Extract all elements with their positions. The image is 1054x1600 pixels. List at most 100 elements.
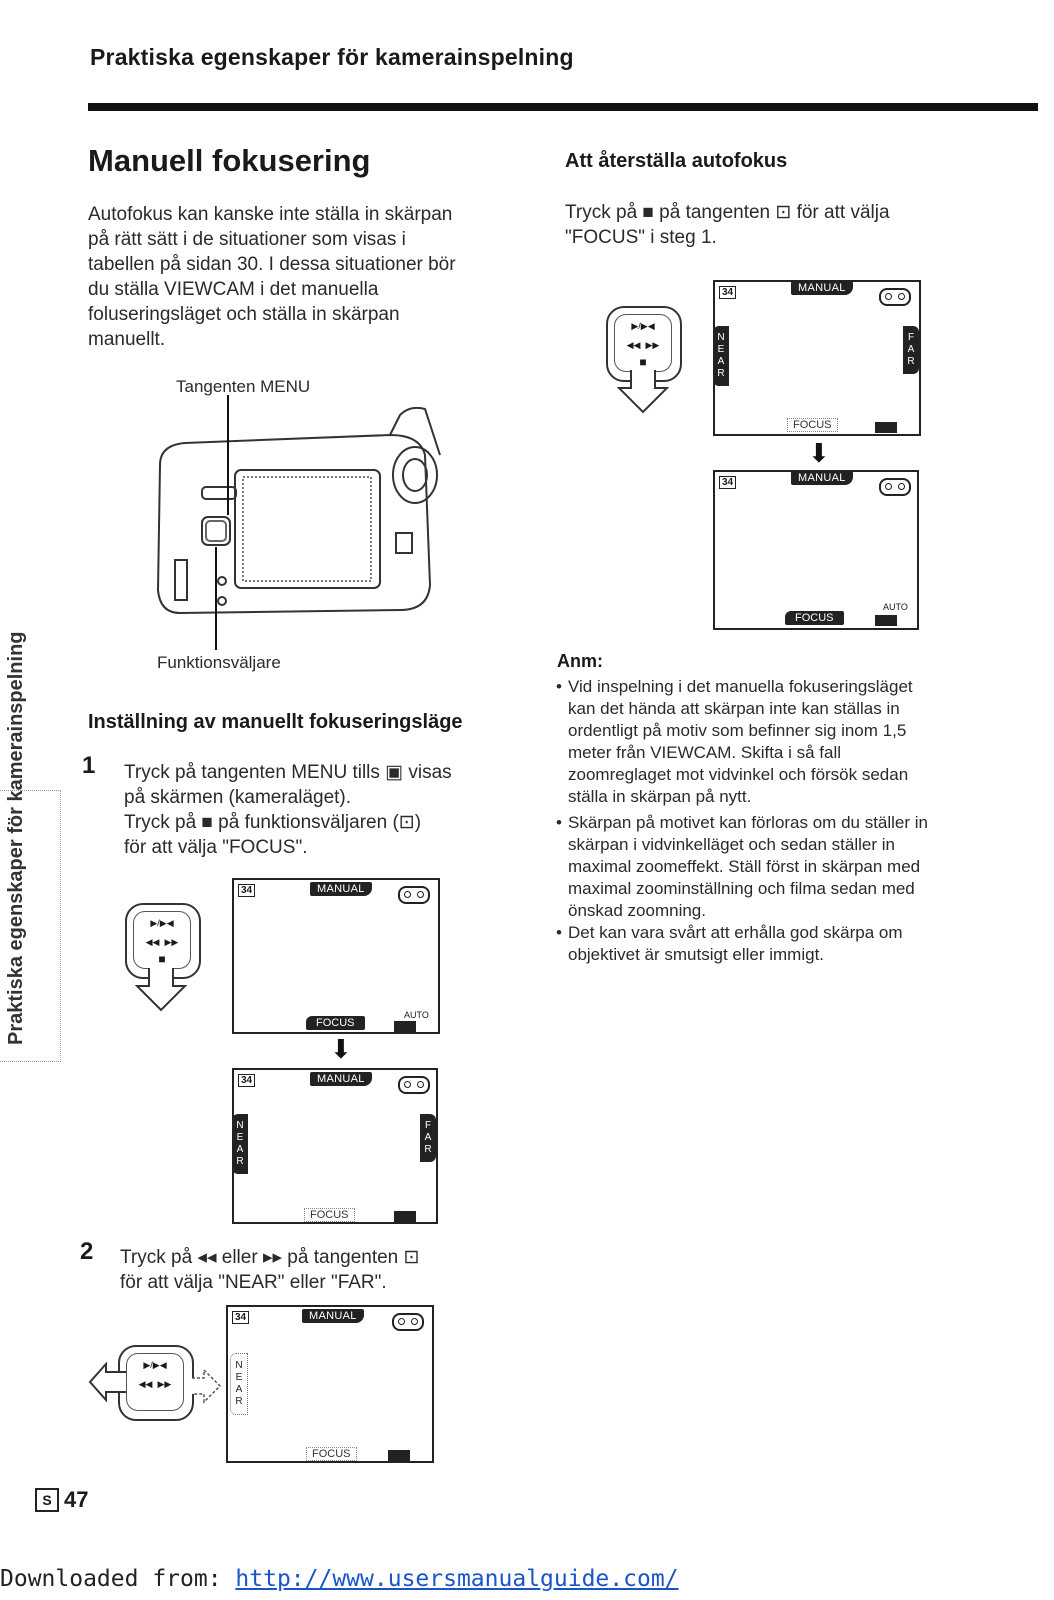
camera-mode-icon: 34 bbox=[719, 286, 737, 299]
note-line: ordentligt på motiv som befinner sig ino… bbox=[568, 721, 907, 740]
section-title-reset-autofocus: Att återställa autofokus bbox=[565, 150, 788, 172]
near-indicator: NEAR bbox=[232, 1114, 248, 1174]
fast-forward-icon: ▶▶ bbox=[645, 340, 660, 350]
far-indicator: FAR bbox=[903, 326, 919, 374]
far-indicator: FAR bbox=[420, 1114, 436, 1162]
dial-face: ▶/▶◀ ◀◀ ▶▶ ■ bbox=[133, 911, 191, 969]
note-line: Det kan vara svårt att erhålla god skärp… bbox=[568, 923, 903, 942]
auto-indicator: AUTO bbox=[883, 602, 908, 612]
camera-mode-icon: 34 bbox=[238, 884, 256, 897]
battery-icon bbox=[394, 1021, 416, 1032]
intro-line: foluseringsläget och ställa in skärpan bbox=[88, 304, 400, 325]
reset-autofocus-text: Tryck på ■ på tangenten ⊡ för att välja … bbox=[565, 200, 995, 250]
note-line: meter från VIEWCAM. Skifta i så fall bbox=[568, 743, 842, 762]
down-arrow-icon bbox=[135, 968, 187, 1012]
page-number: 47 bbox=[64, 1487, 89, 1512]
note-line: skärpan i vidvinkelläget och sedan ställ… bbox=[568, 835, 895, 854]
bullet-icon: • bbox=[556, 813, 562, 832]
header-rule bbox=[88, 103, 1038, 111]
focus-indicator: FOCUS bbox=[306, 1016, 365, 1030]
note-line: maximal zoominställning och filma sedan … bbox=[568, 879, 915, 898]
manual-indicator: MANUAL bbox=[310, 882, 372, 896]
dial-face: ▶/▶◀ ◀◀ ▶▶ ■ bbox=[614, 314, 672, 372]
lcd-screen-near-far: 34 MANUAL NEAR FAR FOCUS bbox=[713, 280, 921, 436]
battery-icon bbox=[875, 422, 897, 433]
manual-indicator: MANUAL bbox=[310, 1072, 372, 1086]
play-pause-icon: ▶/▶◀ bbox=[143, 1360, 167, 1370]
focus-indicator: FOCUS bbox=[304, 1208, 355, 1222]
play-pause-icon: ▶/▶◀ bbox=[631, 321, 655, 331]
note-line: zoomreglaget mot vidvinkel och försök se… bbox=[568, 765, 909, 784]
battery-icon bbox=[394, 1211, 416, 1222]
note-line: kan det hända att skärpan inte kan ställ… bbox=[568, 699, 900, 718]
chapter-side-tab bbox=[0, 790, 61, 1062]
running-header: Praktiska egenskaper för kamerainspelnin… bbox=[90, 44, 574, 70]
note-item: • Skärpan på motivet kan förloras om du … bbox=[556, 812, 996, 922]
bullet-icon: • bbox=[556, 677, 562, 696]
step2-text: Tryck på ◂◂ eller ▸▸ på tangenten ⊡ för … bbox=[120, 1245, 530, 1295]
step-line: Tryck på ◂◂ eller ▸▸ på tangenten ⊡ bbox=[120, 1247, 420, 1268]
camera-mode-icon: 34 bbox=[238, 1074, 256, 1087]
download-source-link[interactable]: http://www.usersmanualguide.com/ bbox=[235, 1566, 679, 1592]
tape-icon bbox=[398, 1076, 430, 1094]
step-line: Tryck på ■ på funktionsväljaren (⊡) bbox=[124, 812, 422, 833]
camera-illustration bbox=[156, 395, 441, 650]
chapter-side-tab-label: Praktiska egenskaper för kamerainspelnin… bbox=[5, 631, 27, 1045]
tape-icon bbox=[879, 478, 911, 496]
function-selector-dial: ▶/▶◀ ◀◀ ▶▶ bbox=[118, 1345, 194, 1421]
note-line: Skärpan på motivet kan förloras om du st… bbox=[568, 813, 929, 832]
bullet-icon: • bbox=[556, 923, 562, 942]
fast-forward-icon: ▶▶ bbox=[164, 937, 179, 947]
note-line: maximal zoomeffekt. Ställ först in skärp… bbox=[568, 857, 921, 876]
lcd-screen-focus-auto: 34 MANUAL AUTO FOCUS bbox=[232, 878, 440, 1034]
download-source-footer: Downloaded from: http://www.usersmanualg… bbox=[0, 1566, 679, 1592]
step-line: för att välja "FOCUS". bbox=[124, 837, 308, 858]
battery-icon bbox=[388, 1450, 410, 1461]
page-title: Manuell fokusering bbox=[88, 143, 371, 178]
section-title-manual-focus: Inställning av manuellt fokuseringsläge bbox=[88, 711, 463, 733]
focus-indicator: FOCUS bbox=[785, 611, 844, 625]
intro-line: tabellen på sidan 30. I dessa situatione… bbox=[88, 254, 456, 275]
manual-indicator: MANUAL bbox=[791, 471, 853, 485]
tape-icon bbox=[392, 1313, 424, 1331]
near-indicator: NEAR bbox=[713, 326, 729, 386]
tape-icon bbox=[879, 288, 911, 306]
intro-line: du ställa VIEWCAM i det manuella bbox=[88, 279, 379, 300]
auto-indicator: AUTO bbox=[404, 1010, 429, 1020]
lcd-screen-near-far: 34 MANUAL NEAR FAR FOCUS bbox=[232, 1068, 438, 1224]
play-pause-icon: ▶/▶◀ bbox=[150, 918, 174, 928]
footer-prefix: Downloaded from: bbox=[0, 1566, 236, 1592]
down-arrow-icon bbox=[617, 370, 669, 414]
dial-face: ▶/▶◀ ◀◀ ▶▶ bbox=[126, 1353, 184, 1411]
step-line: på skärmen (kameraläget). bbox=[124, 787, 352, 808]
lcd-screen-near: 34 MANUAL NEAR FOCUS bbox=[226, 1305, 434, 1463]
left-arrow-icon bbox=[88, 1362, 126, 1402]
note-line: ställa in skärpan på nytt. bbox=[568, 787, 752, 806]
intro-line: manuellt. bbox=[88, 329, 166, 350]
rewind-icon: ◀◀ bbox=[138, 1379, 153, 1389]
lcd-screen-focus-auto: 34 MANUAL AUTO FOCUS bbox=[713, 470, 919, 630]
fast-forward-icon: ▶▶ bbox=[157, 1379, 172, 1389]
note-line: objektivet är smutsigt eller immigt. bbox=[568, 945, 825, 964]
step-number: 1 bbox=[82, 752, 96, 779]
battery-icon bbox=[875, 615, 897, 626]
label-function-selector: Funktionsväljare bbox=[157, 653, 281, 672]
step-number: 2 bbox=[80, 1238, 94, 1265]
rewind-icon: ◀◀ bbox=[145, 937, 160, 947]
note-item: • Vid inspelning i det manuella fokuseri… bbox=[556, 676, 996, 808]
camera-mode-icon: 34 bbox=[232, 1311, 250, 1324]
focus-indicator: FOCUS bbox=[787, 418, 838, 432]
manual-indicator: MANUAL bbox=[791, 281, 853, 295]
right-arrow-icon bbox=[192, 1368, 222, 1404]
rewind-icon: ◀◀ bbox=[626, 340, 641, 350]
camera-mode-icon: 34 bbox=[719, 476, 737, 489]
step-line: Tryck på tangenten MENU tills ▣ visas bbox=[124, 762, 452, 783]
note-title: Anm: bbox=[557, 651, 603, 671]
manual-indicator: MANUAL bbox=[302, 1309, 364, 1323]
note-line: Vid inspelning i det manuella fokusering… bbox=[568, 677, 913, 696]
intro-paragraph: Autofokus kan kanske inte ställa in skär… bbox=[88, 202, 538, 352]
step1-text: Tryck på tangenten MENU tills ▣ visas på… bbox=[124, 760, 524, 860]
note-item: • Det kan vara svårt att erhålla god skä… bbox=[556, 922, 996, 966]
intro-line: Autofokus kan kanske inte ställa in skär… bbox=[88, 204, 453, 225]
stop-icon: ■ bbox=[158, 952, 166, 966]
